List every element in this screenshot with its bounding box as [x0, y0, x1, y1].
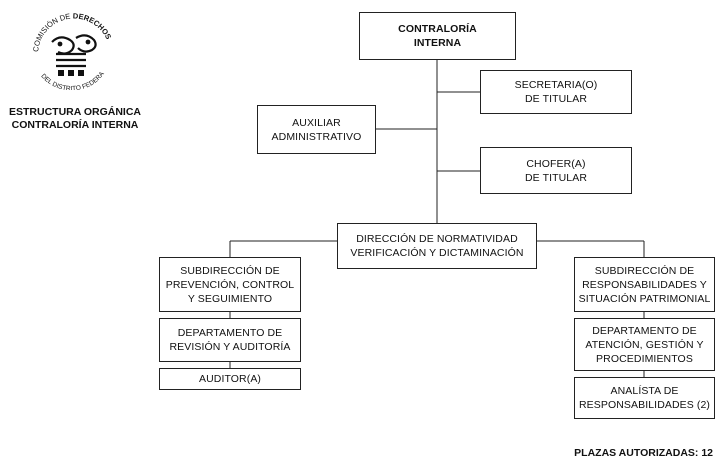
box-departamento-revision: DEPARTAMENTO DE REVISIÓN Y AUDITORÍA — [159, 318, 301, 362]
box-label: DIRECCIÓN DE NORMATIVIDAD VERIFICACIÓN Y… — [350, 233, 524, 259]
box-direccion-normatividad: DIRECCIÓN DE NORMATIVIDAD VERIFICACIÓN Y… — [337, 223, 537, 269]
box-label: CONTRALORÍA INTERNA — [398, 23, 477, 49]
box-label: DEPARTAMENTO DE ATENCIÓN, GESTIÓN Y PROC… — [585, 324, 704, 365]
plazas-autorizadas: PLAZAS AUTORIZADAS: 12 — [574, 447, 713, 459]
box-label: SUBDIRECCIÓN DE RESPONSABILIDADES Y SITU… — [578, 264, 711, 305]
box-subdireccion-responsabilidades: SUBDIRECCIÓN DE RESPONSABILIDADES Y SITU… — [574, 257, 715, 312]
box-label: CHOFER(A) DE TITULAR — [524, 157, 588, 184]
box-chofer-de-titular: CHOFER(A) DE TITULAR — [480, 147, 632, 194]
box-auditor: AUDITOR(A) — [159, 368, 301, 390]
box-label: ANALÍSTA DE RESPONSABILIDADES (2) — [578, 385, 711, 411]
box-contraloria-interna: CONTRALORÍA INTERNA — [359, 12, 516, 60]
box-label: SUBDIRECCIÓN DE PREVENCIÓN, CONTROL Y SE… — [165, 264, 295, 305]
box-analista-responsabilidades: ANALÍSTA DE RESPONSABILIDADES (2) — [574, 377, 715, 419]
box-secretaria-de-titular: SECRETARIA(O) DE TITULAR — [480, 70, 632, 114]
box-departamento-atencion: DEPARTAMENTO DE ATENCIÓN, GESTIÓN Y PROC… — [574, 318, 715, 371]
box-subdireccion-prevencion: SUBDIRECCIÓN DE PREVENCIÓN, CONTROL Y SE… — [159, 257, 301, 312]
box-auxiliar-administrativo: AUXILIAR ADMINISTRATIVO — [257, 105, 376, 154]
box-label: AUXILIAR ADMINISTRATIVO — [271, 116, 362, 143]
box-label: AUDITOR(A) — [198, 373, 262, 385]
page-title: ESTRUCTURA ORGÁNICA CONTRALORÍA INTERNA — [8, 106, 142, 131]
cdhdf-seal-icon: COMISIÓN DE DERECHOS HUMANOS DEL DISTRIT… — [20, 4, 113, 90]
box-label: SECRETARIA(O) DE TITULAR — [514, 79, 598, 105]
box-label: DEPARTAMENTO DE REVISIÓN Y AUDITORÍA — [169, 327, 291, 353]
